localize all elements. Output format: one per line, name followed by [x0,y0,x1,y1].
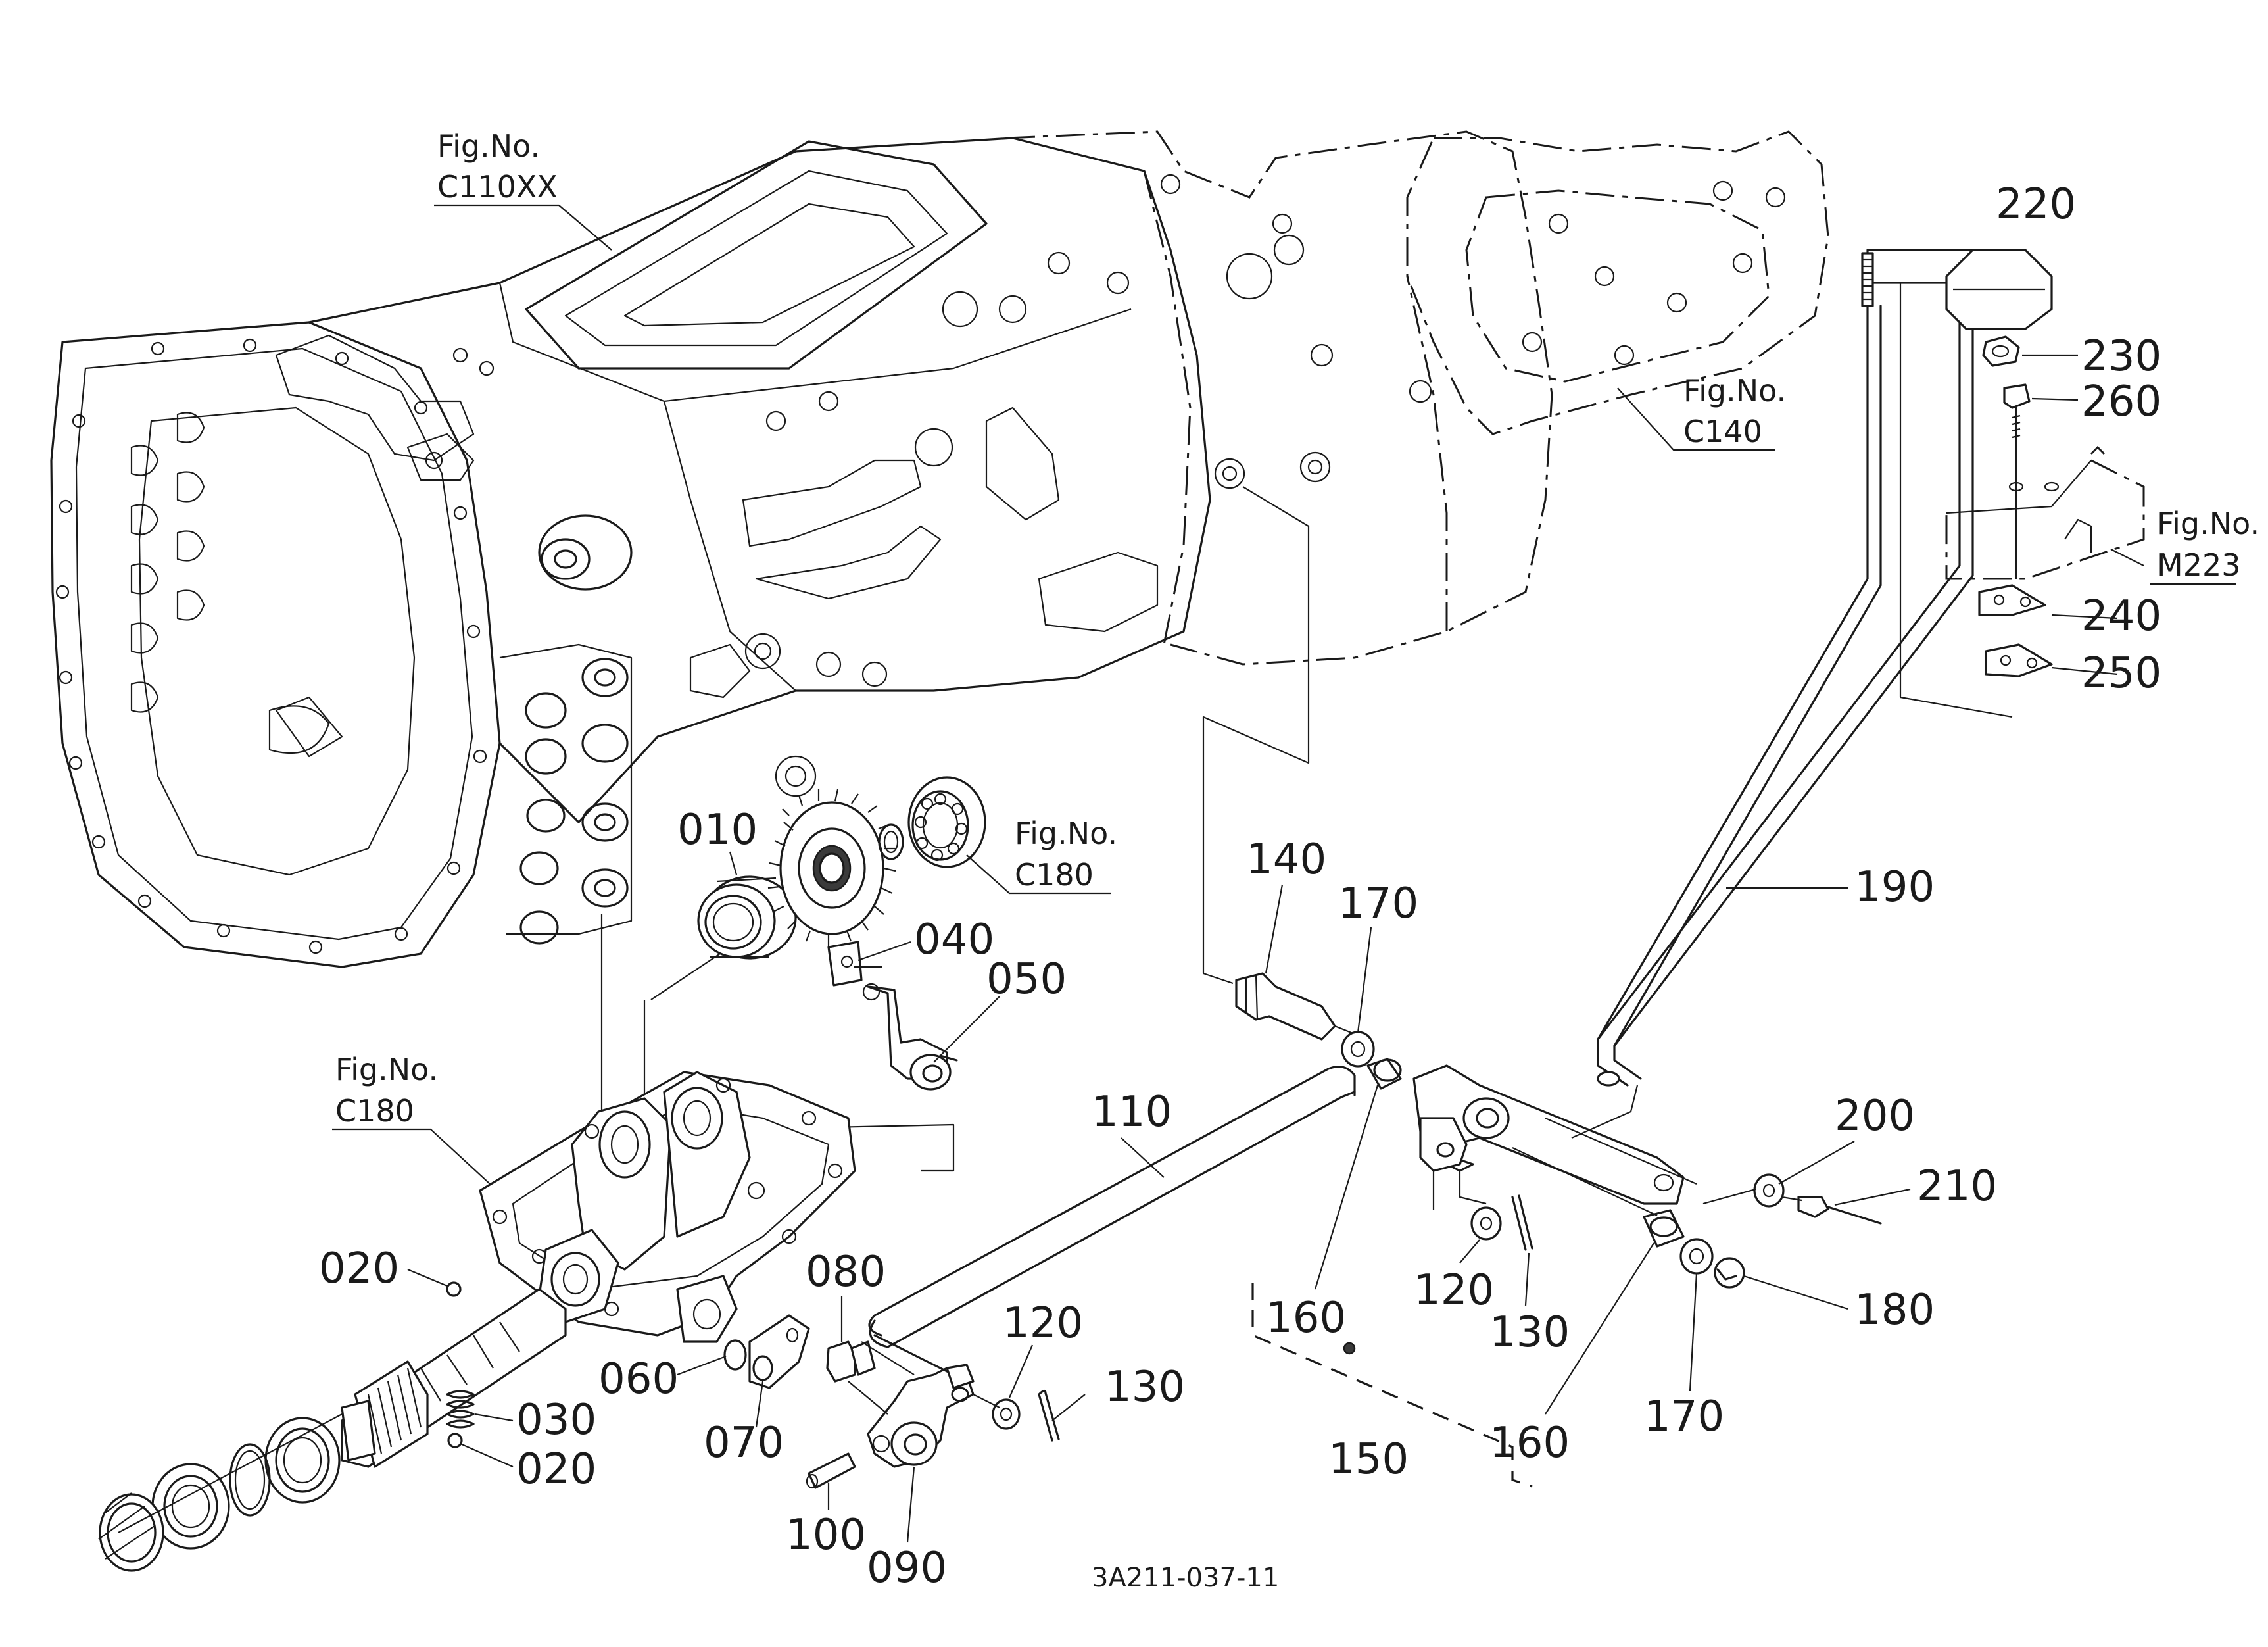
transmission-housing [50,130,1829,968]
callout-170-lower: 170 [1644,1392,1724,1441]
svg-text:C180: C180 [1015,857,1094,893]
pto-shaft-stack [98,1281,567,1572]
callout-030: 030 [516,1396,596,1444]
callout-020-lower: 020 [516,1445,596,1494]
callout-130-upper: 130 [1489,1308,1570,1357]
callout-170-upper: 170 [1338,879,1418,928]
figure-reference-labels: Fig.No. C110XX Fig.No. C140 Fig.No. M223… [332,128,2259,1185]
callout-240: 240 [2081,592,2161,641]
parts-120-130-lower [973,1389,1086,1442]
callout-190: 190 [1854,863,1935,912]
fig-ref-m223: Fig.No. M223 [2150,506,2259,585]
parts-060-070-080 [723,1314,876,1389]
callout-140: 140 [1246,835,1326,884]
callout-040: 040 [914,916,994,964]
fig-ref-c180-upper: Fig.No. C180 [966,816,1117,895]
callout-090: 090 [867,1544,947,1592]
callout-130-lower: 130 [1105,1363,1185,1412]
svg-text:Fig.No.: Fig.No. [1015,816,1117,851]
callout-250: 250 [2081,649,2161,698]
callout-230: 230 [2081,332,2161,381]
fig-ref-c180-lower: Fig.No. C180 [332,1052,491,1185]
fig-ref-c140: Fig.No. C140 [1617,373,1786,451]
part-090-100-lever [806,1341,975,1489]
knob-and-seat-assembly [1945,249,2145,677]
callout-060: 060 [598,1355,679,1404]
callout-010: 010 [677,806,758,854]
diagram-code: 3A211-037-11 [1092,1563,1279,1593]
callout-210: 210 [1917,1162,1997,1211]
lower-housing-cover [479,1071,856,1343]
callout-080: 080 [806,1248,886,1296]
part-040-050-lever [827,941,958,1091]
part-110-rod [868,1066,1356,1389]
callout-150: 150 [1328,1435,1409,1484]
callout-050: 050 [986,955,1067,1004]
callout-160-lower: 160 [1489,1419,1570,1467]
svg-text:Fig.No.: Fig.No. [335,1052,438,1087]
svg-text:C140: C140 [1683,414,1762,449]
callout-180: 180 [1854,1286,1935,1335]
callout-160-upper: 160 [1266,1294,1346,1342]
svg-text:C180: C180 [335,1093,414,1129]
callout-120-lower: 120 [1003,1299,1083,1348]
svg-text:Fig.No.: Fig.No. [437,128,540,164]
callout-200: 200 [1835,1092,1915,1141]
svg-text:M223: M223 [2157,547,2241,583]
callout-070: 070 [704,1419,784,1467]
cross-shaft-assembly [1235,249,1974,1488]
callout-220: 220 [1996,180,2076,229]
callout-260: 260 [2081,378,2161,426]
part-010-gear-assembly [697,776,986,960]
svg-text:Fig.No.: Fig.No. [1683,373,1786,408]
callout-020-upper: 020 [319,1244,399,1293]
svg-text:C110XX: C110XX [437,169,558,205]
callout-110: 110 [1092,1088,1172,1137]
callout-100: 100 [786,1511,866,1560]
callout-120-upper: 120 [1414,1266,1494,1315]
fig-ref-c110xx: Fig.No. C110XX [434,128,612,251]
part-callout-labels: 010 020 020 030 040 050 060 070 080 090 … [319,180,2161,1592]
svg-text:Fig.No.: Fig.No. [2157,506,2259,541]
